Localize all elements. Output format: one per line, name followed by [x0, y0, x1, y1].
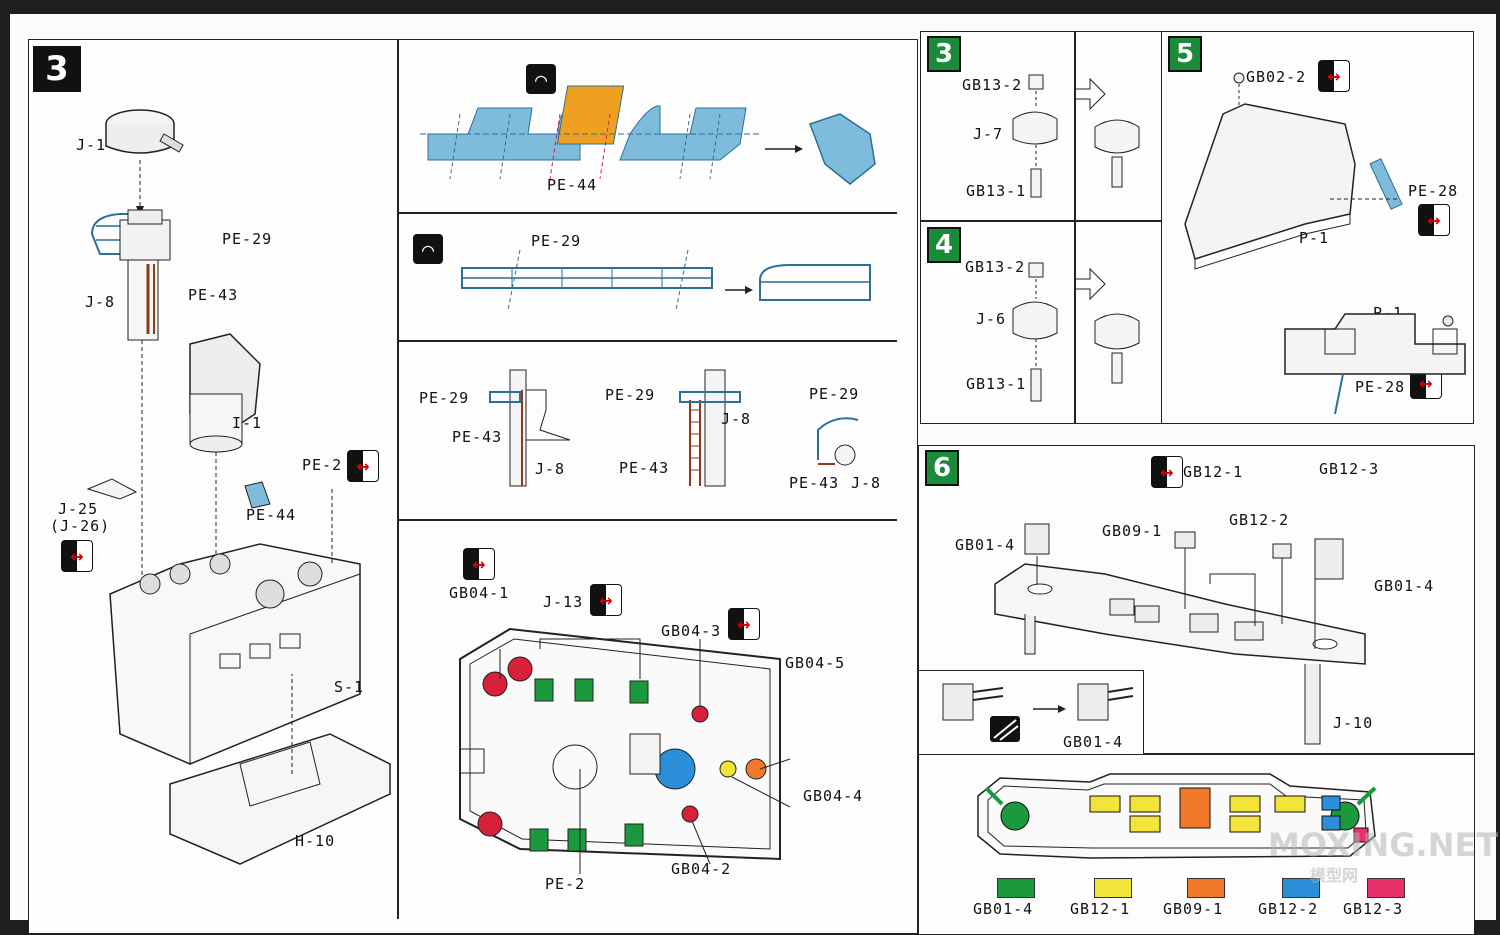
label-gb01-4-a: GB01-4: [955, 536, 1016, 554]
label-gb12-3: GB12-3: [1319, 460, 1380, 478]
label-gb01-4-b: GB01-4: [1374, 577, 1435, 595]
label-gb01-4-c: GB01-4: [1063, 733, 1124, 751]
label-j8-a: J-8: [85, 293, 116, 311]
label-gb13-1-a: GB13-1: [966, 182, 1027, 200]
gun-mount-assembly-4: [1012, 262, 1140, 402]
label-gb02-2: GB02-2: [1246, 68, 1307, 86]
label-gb13-2-a: GB13-2: [962, 76, 1023, 94]
label-i1: I-1: [232, 414, 263, 432]
label-pe29-b: PE-29: [531, 232, 582, 250]
legend-label: GB01-4: [973, 900, 1034, 918]
gun-mount-assembly-3: [1012, 74, 1140, 198]
step3-4-mid-divider: [1074, 31, 1076, 424]
cut-sprue-icon: ↔: [1151, 456, 1183, 488]
watermark-text: MOXING.NET: [1268, 826, 1499, 864]
panel-divider-vertical: [397, 39, 399, 919]
label-pe29-d: PE-29: [605, 386, 656, 404]
bend-photo-etch-icon: ⌒: [526, 64, 556, 94]
legend-swatch: [997, 878, 1035, 898]
label-h10: H-10: [295, 832, 336, 850]
deck-plan-diagram: [459, 627, 791, 874]
bend-photo-etch-icon: ⌒: [413, 234, 443, 264]
cut-sprue-icon: ↔: [61, 540, 93, 572]
label-gb04-4: GB04-4: [803, 787, 864, 805]
exploded-superstructure-drawing: [86, 109, 391, 865]
legend-label: GB12-2: [1258, 900, 1319, 918]
label-j13: J-13: [543, 593, 584, 611]
label-pe43-c: PE-43: [452, 428, 503, 446]
label-gb04-2: GB04-2: [671, 860, 732, 878]
watermark-subtext: 模型网: [1310, 866, 1359, 885]
legend-swatch: [1094, 878, 1132, 898]
label-gb09-1: GB09-1: [1102, 522, 1163, 540]
label-pe28-a: PE-28: [1408, 182, 1459, 200]
cut-sprue-icon: ↔: [728, 608, 760, 640]
step-number-sub6: 6: [925, 450, 959, 486]
pe29-rail-diagram: [461, 249, 871, 311]
gun-assembly-inset: [942, 683, 1134, 742]
label-pe29-a: PE-29: [222, 230, 273, 248]
legend-swatch: [1282, 878, 1320, 898]
cut-sprue-icon: ↔: [463, 548, 495, 580]
legend-label: GB12-3: [1343, 900, 1404, 918]
step6-divider-lower: [918, 753, 1475, 755]
cut-sprue-icon: ↔: [1418, 204, 1450, 236]
step-number-main: 3: [33, 46, 81, 92]
label-j25: J-25: [58, 500, 99, 518]
label-pe44-a: PE-44: [246, 506, 297, 524]
step3-4-divider: [920, 220, 1163, 222]
step-number-sub4: 4: [927, 227, 961, 263]
label-pe43-d: PE-43: [619, 459, 670, 477]
label-j6: J-6: [976, 310, 1007, 328]
instruction-sheet: 3: [10, 14, 1499, 935]
label-pe28-b: PE-28: [1355, 378, 1406, 396]
cut-sprue-icon: ↔: [1318, 60, 1350, 92]
label-gb12-1: GB12-1: [1183, 463, 1244, 481]
label-j10: J-10: [1333, 714, 1374, 732]
detail-divider-3: [397, 519, 897, 521]
label-pe29-c: PE-29: [419, 389, 470, 407]
legend-label: GB09-1: [1163, 900, 1224, 918]
label-pe2-b: PE-2: [545, 875, 586, 893]
label-j26: (J-26): [50, 517, 111, 535]
label-gb04-5: GB04-5: [785, 654, 846, 672]
cut-sprue-icon: ↔: [590, 584, 622, 616]
label-pe43-a: PE-43: [188, 286, 239, 304]
label-pe2-a: PE-2: [302, 456, 343, 474]
step-number-sub5: 5: [1168, 36, 1202, 72]
detail-divider-1: [397, 212, 897, 214]
label-j1: J-1: [76, 136, 107, 154]
label-pe43-e: PE-43: [789, 474, 840, 492]
cut-sprue-icon: ↔: [347, 450, 379, 482]
pe44-fold-diagram: [420, 85, 876, 185]
mast-ladder-diagram: [489, 369, 859, 487]
label-s1: S-1: [334, 678, 365, 696]
label-gb04-1: GB04-1: [449, 584, 510, 602]
step6-deck-drawing: [994, 523, 1366, 745]
legend-swatch: [1367, 878, 1405, 898]
label-pe44-b: PE-44: [547, 176, 598, 194]
label-j7: J-7: [973, 125, 1004, 143]
legend-label: GB12-1: [1070, 900, 1131, 918]
step-number-sub3: 3: [927, 36, 961, 72]
color-plan-diagram: [977, 773, 1377, 859]
legend-swatch: [1187, 878, 1225, 898]
label-pe29-e: PE-29: [809, 385, 860, 403]
label-gb13-1-b: GB13-1: [966, 375, 1027, 393]
label-j8-c: J-8: [535, 460, 566, 478]
step5-platform-drawing: [1184, 72, 1466, 415]
label-j8-e: J-8: [851, 474, 882, 492]
label-gb04-3: GB04-3: [661, 622, 722, 640]
label-gb12-2: GB12-2: [1229, 511, 1290, 529]
detail-divider-2: [397, 340, 897, 342]
label-j8-d: J-8: [721, 410, 752, 428]
label-gb13-2-b: GB13-2: [965, 258, 1026, 276]
